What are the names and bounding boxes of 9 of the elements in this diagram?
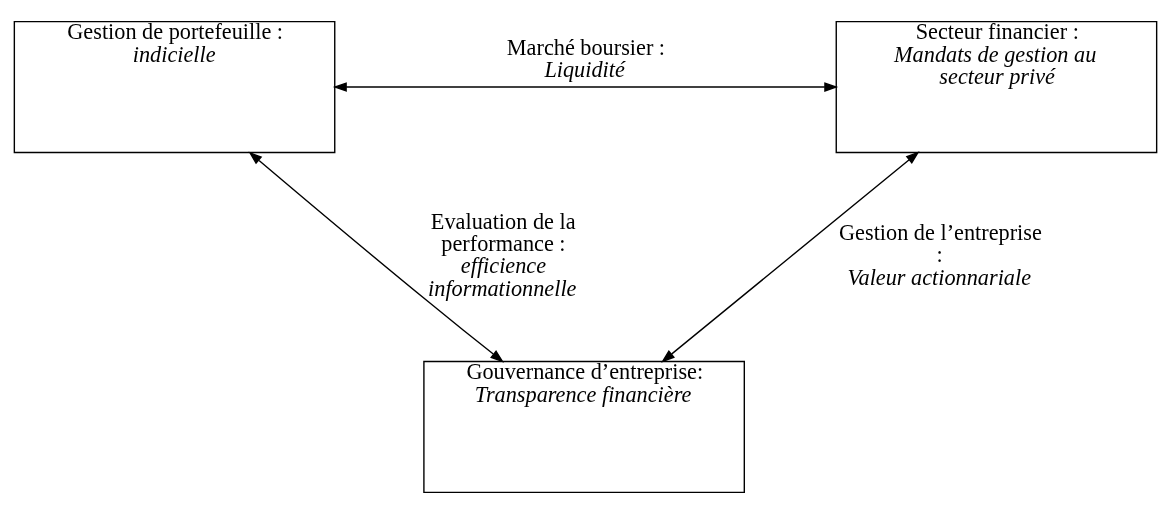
- node-box: Secteur financier : Mandats de gestion au secteur privé: [835, 20, 1158, 154]
- edge-label: Marché boursier : Liquidité: [506, 34, 666, 83]
- node-box: Gestion de portefeuille : indicielle: [13, 20, 336, 154]
- arrow: [248, 151, 505, 363]
- arrow: [661, 151, 920, 363]
- arrow: [332, 82, 839, 92]
- edge-label: Gestion de l’entreprise : Valeur actionnariale: [839, 220, 1042, 290]
- node-box: Gouvernance d’entreprise: Transparence financière: [423, 360, 745, 494]
- edge-label: Evaluation de la performance : efficience informationnelle: [428, 208, 577, 301]
